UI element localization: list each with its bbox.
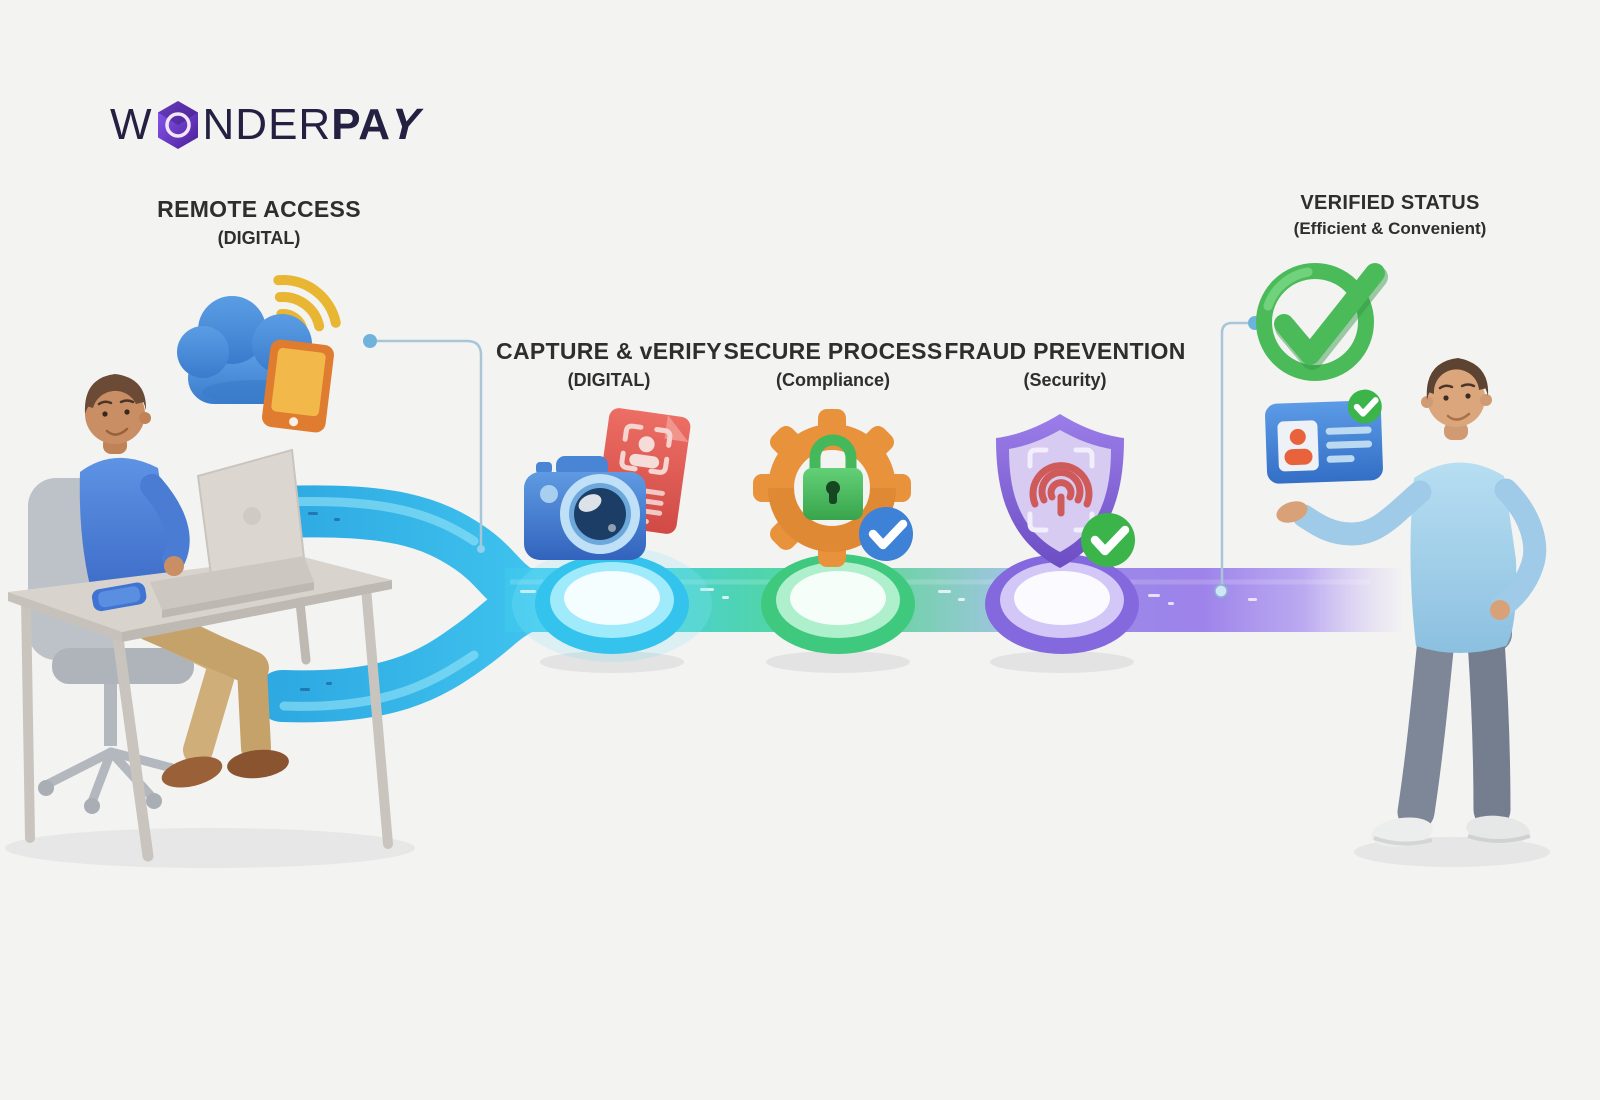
verified-check-icon	[1256, 263, 1388, 381]
step-subtitle: (DIGITAL)	[217, 228, 301, 248]
step-title: CAPTURE & vERIFY	[496, 338, 722, 364]
laptop-icon	[150, 448, 314, 618]
step-label-fraud-prevention: FRAUD PREVENTION (Security)	[944, 338, 1185, 391]
camera-document-icon	[524, 408, 691, 560]
step-subtitle: (Compliance)	[775, 370, 891, 390]
step-label-verified-status: VERIFIED STATUS (Efficient & Convenient)	[1294, 192, 1487, 239]
step-title: REMOTE ACCESS	[157, 196, 361, 222]
step-subtitle: (DIGITAL)	[567, 370, 651, 390]
step-title: SECURE PROCESS	[723, 338, 943, 364]
logo-text-nder: NDER	[202, 100, 332, 149]
lock-icon	[803, 434, 863, 520]
smartphone-icon	[91, 582, 147, 612]
step-label-capture-verify: CAPTURE & vERIFY (DIGITAL)	[496, 338, 722, 391]
wonderpay-logo: W NDER PA Y	[110, 100, 427, 150]
shield-fingerprint-check-icon	[996, 414, 1135, 568]
tablet-icon	[262, 339, 334, 433]
logo-text-w: W	[110, 100, 153, 149]
hexagon-o-logo-icon	[157, 101, 198, 149]
step-subtitle: (Security)	[1023, 370, 1107, 390]
flow-ring-fraud	[985, 554, 1139, 673]
flow-ribbon	[256, 485, 1402, 723]
step-title: FRAUD PREVENTION	[944, 338, 1186, 364]
logo-text-y: Y	[385, 100, 427, 149]
circuit-sparkles	[520, 588, 1257, 605]
flow-ring-capture	[535, 554, 689, 673]
step-label-secure-process: SECURE PROCESS (Compliance)	[724, 338, 943, 391]
connector-right	[1214, 316, 1262, 598]
cloud-tablet-wifi-icon	[177, 275, 341, 433]
green-check-badge-icon	[1081, 513, 1135, 567]
standing-man-illustration	[1276, 358, 1550, 867]
fingerprint-icon	[1029, 462, 1093, 517]
camera-icon	[524, 456, 646, 560]
step-subtitle: (Efficient & Convenient)	[1293, 219, 1487, 238]
step-label-remote-access: REMOTE ACCESS (DIGITAL)	[157, 196, 361, 249]
card-check-badge-icon	[1347, 389, 1382, 424]
blue-check-badge-icon	[859, 507, 913, 561]
gear-lock-check-icon	[753, 409, 913, 567]
id-card-icon	[1265, 389, 1383, 484]
logo-text-pa: PA	[331, 100, 392, 149]
man-at-desk-illustration	[5, 374, 415, 868]
step-title: VERIFIED STATUS	[1300, 192, 1480, 214]
connector-left	[363, 334, 485, 553]
flow-ring-secure	[761, 554, 915, 673]
